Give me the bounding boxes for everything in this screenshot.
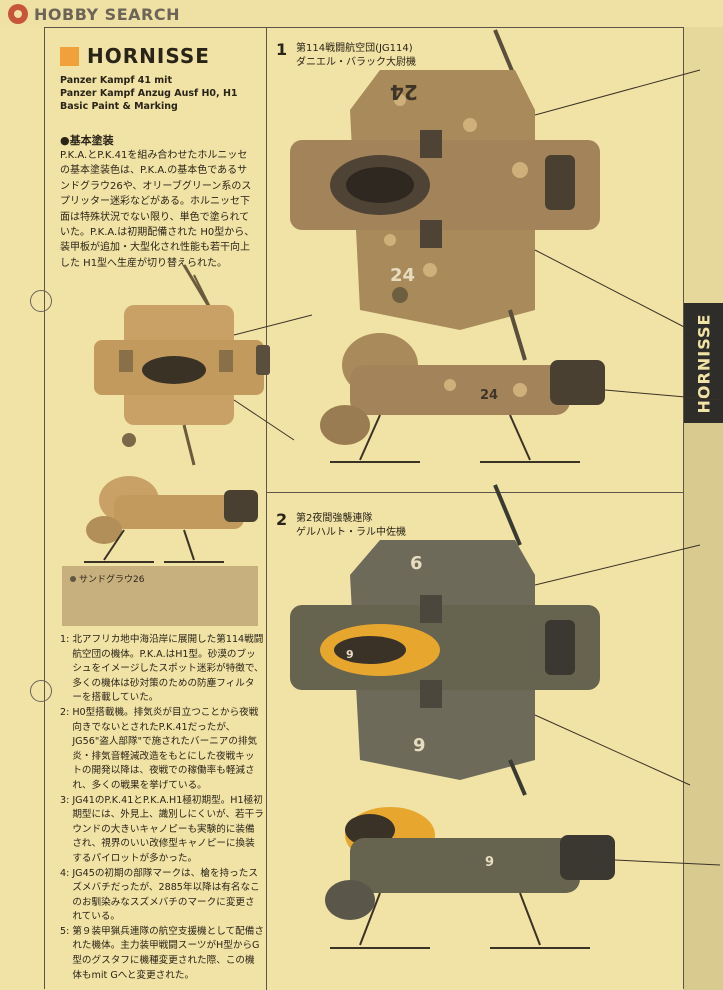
title-marker-icon	[60, 46, 79, 66]
column-divider	[266, 27, 267, 990]
text-line: いた。P.K.A.は初期配備された H0型から、	[60, 227, 255, 239]
subtitle-line: Panzer Kampf Anzug Ausf H0, H1	[60, 88, 238, 99]
basic-paint-text: P.K.A.とP.K.41を組み合わせたホルニッセ の基本塗装色は、P.K.A.…	[60, 148, 260, 271]
section-divider	[266, 492, 684, 493]
note-item: 3:JG41のP.K.41とP.K.A.H1極初期型。H1極初期型には、外見上、…	[60, 794, 264, 867]
note-item: 4:JG45の初期の部隊マークは、槍を持ったスズメバチだったが、2885年以降は…	[60, 867, 264, 925]
title-text: HORNISSE	[87, 44, 210, 68]
note-item: 5:第９装甲猟兵連隊の航空支援機として配備された機体。主力装甲戦闘スーツがH型か…	[60, 925, 264, 983]
logo-icon	[8, 4, 28, 24]
note-text: JG41のP.K.41とP.K.A.H1極初期型。H1極初期型には、外見上、識別…	[72, 794, 264, 864]
swatch-name: サンドグラウ26	[79, 575, 145, 585]
swatch-label: サンドグラウ26	[70, 572, 144, 585]
binder-hole	[30, 290, 52, 312]
variant-pilot: ゲルハルト・ラル中佐機	[296, 527, 406, 538]
margin-strip-bottom	[684, 423, 723, 990]
camo-top-view-illustration	[290, 29, 701, 361]
binder-hole	[30, 680, 52, 702]
unit-marking: 24	[390, 80, 418, 104]
section-heading: ●基本塗装	[60, 134, 114, 147]
color-swatch	[62, 566, 258, 626]
note-item: 2:H0型搭載機。排気炎が目立つことから夜戦向きでないとされたP.K.41だった…	[60, 706, 264, 794]
bullet-icon	[70, 575, 76, 582]
unit-marking: 24	[390, 265, 416, 286]
site-logo[interactable]: HOBBY SEARCH	[8, 4, 180, 24]
note-number: 5:	[60, 925, 70, 937]
variant-number: 1	[276, 40, 288, 59]
note-number: 2:	[60, 706, 70, 718]
variant-unit: 第2夜間強襲連隊	[296, 513, 373, 524]
note-number: 3:	[60, 794, 70, 806]
subtitle-line: Panzer Kampf 41 mit	[60, 75, 172, 86]
sand-top-view-illustration	[94, 264, 313, 466]
camo-side-view-illustration	[320, 333, 721, 463]
sand-side-view-illustration	[84, 476, 258, 563]
variant-caption: 第2夜間強襲連隊 ゲルハルト・ラル中佐機	[296, 512, 406, 540]
text-line: プリッター迷彩などがある。ホルニッセ下	[60, 196, 250, 208]
logo-text: HOBBY SEARCH	[34, 4, 180, 24]
subtitle-line: Basic Paint & Marking	[60, 101, 178, 112]
unit-marking: 9	[485, 855, 495, 870]
note-text: 北アフリカ地中海沿岸に展開した第114戦闘航空団の機体。P.K.A.はH1型。砂…	[72, 634, 264, 704]
note-text: 第９装甲猟兵連隊の航空支援機として配備された機体。主力装甲戦闘スーツがH型からG…	[72, 925, 264, 981]
page-frame	[44, 27, 684, 989]
variant-number: 2	[276, 510, 288, 529]
variant-unit: 第114戦闘航空団(JG114)	[296, 43, 413, 54]
notes-list: 1:北アフリカ地中海沿岸に展開した第114戦闘航空団の機体。P.K.A.はH1型…	[60, 633, 264, 983]
note-text: JG45の初期の部隊マークは、槍を持ったスズメバチだったが、2885年以降は有名…	[72, 867, 260, 923]
text-line: P.K.A.とP.K.41を組み合わせたホルニッセ	[60, 150, 248, 161]
unit-marking: 24	[480, 388, 499, 403]
text-line: 装甲板が追加・大型化され性能も若干向上	[60, 242, 250, 254]
note-number: 1:	[60, 634, 70, 645]
unit-marking: 9	[346, 648, 354, 661]
subtitle: Panzer Kampf 41 mit Panzer Kampf Anzug A…	[60, 74, 238, 113]
text-line: ンドグラウ26や、オリーブグリーン系のス	[60, 180, 252, 192]
text-line: 面は特殊状況でない限り、単色で塗られて	[60, 211, 250, 223]
note-item: 1:北アフリカ地中海沿岸に展開した第114戦闘航空団の機体。P.K.A.はH1型…	[60, 633, 264, 706]
text-line: した H1型へ生産が切り替えられた。	[60, 257, 228, 269]
side-tab: HORNISSE	[684, 303, 723, 423]
unit-marking: 9	[413, 735, 426, 756]
night-top-view-illustration	[290, 484, 701, 796]
night-side-view-illustration	[325, 807, 721, 949]
variant-caption: 第114戦闘航空団(JG114) ダニエル・バラック大尉機	[296, 42, 416, 70]
variant-pilot: ダニエル・バラック大尉機	[296, 57, 416, 68]
note-text: H0型搭載機。排気炎が目立つことから夜戦向きでないとされたP.K.41だったが、…	[72, 706, 259, 791]
margin-strip-top	[684, 27, 723, 303]
page-title: HORNISSE	[60, 44, 210, 68]
unit-marking: 6	[410, 553, 423, 574]
top-bar: HOBBY SEARCH	[0, 0, 723, 28]
note-number: 4:	[60, 867, 70, 879]
text-line: の基本塗装色は、P.K.A.の基本色であるサ	[60, 165, 248, 177]
